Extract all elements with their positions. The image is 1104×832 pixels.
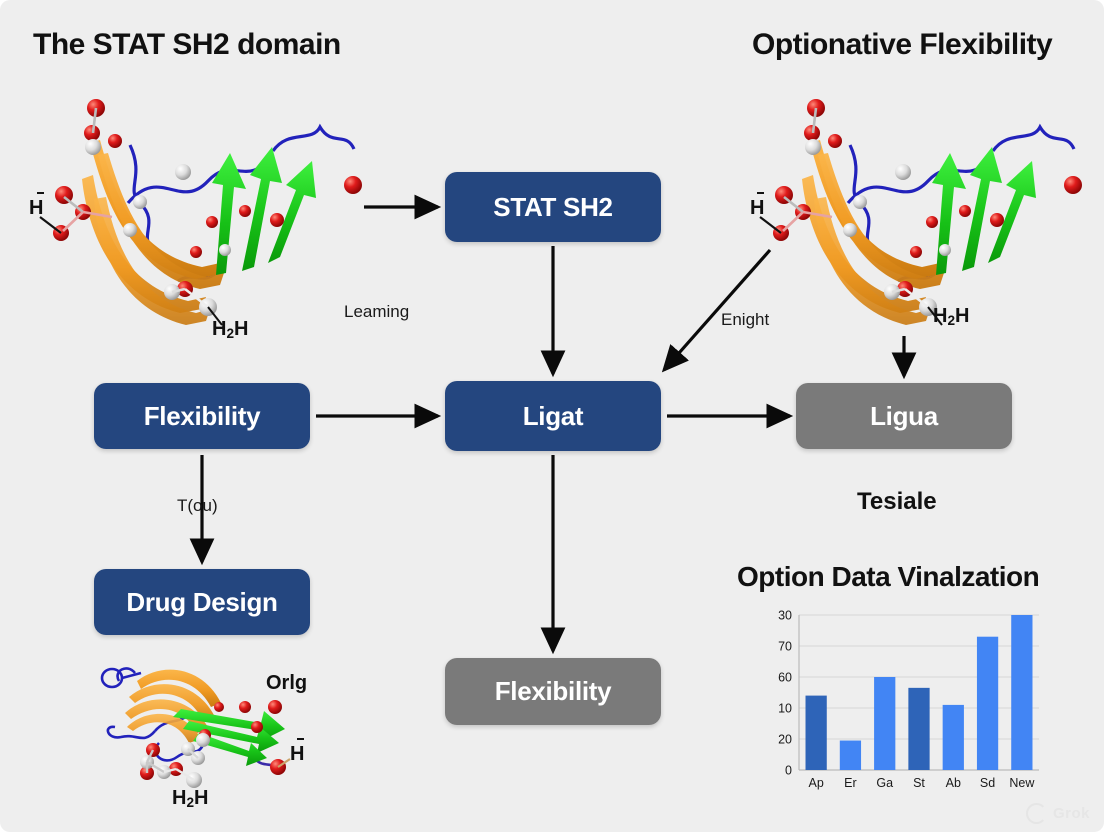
molecule-bottom-left-hydrogen-tick [297, 738, 304, 740]
chart-x-tick-label: Ap [808, 776, 823, 790]
molecule-bottom-left-caption-orlg: Orlg [266, 672, 308, 694]
molecule-bottom-left-caption-hydrogen: H [290, 743, 305, 765]
watermark: Grok [1025, 803, 1090, 824]
chart-y-tick-label: 60 [778, 671, 792, 685]
molecule-bottom-left-caption-h2h: H2H [172, 787, 209, 810]
chart-y-tick-label: 30 [778, 609, 792, 623]
grok-ring-icon [1025, 803, 1047, 824]
edge-label-leaming: Leaming [344, 302, 410, 321]
chart-bar[interactable] [942, 704, 964, 770]
chart-title: Option Data Vinalzation [737, 561, 1040, 592]
molecule-top-right-caption-hydrogen: H [750, 197, 765, 219]
chart-bar[interactable] [839, 740, 862, 770]
chart-bar[interactable] [976, 636, 999, 770]
molecule-top-left [39, 99, 362, 326]
chart-x-tick-label: Ga [876, 776, 893, 790]
molecule-top-right-caption-h2h: H2H [933, 305, 970, 328]
chart-x-tick-label: Ab [946, 776, 961, 790]
edge-label-enight: Enight [721, 310, 770, 329]
chart-x-tick-label: Er [844, 776, 857, 790]
chart-y-tick-label: 20 [778, 733, 792, 747]
edge-label-tou: T(ou) [177, 496, 218, 515]
chart-bar[interactable] [874, 677, 896, 770]
node-stat-sh2[interactable]: STAT SH2 [445, 172, 661, 242]
molecule-top-right-hydrogen-tick [757, 192, 764, 194]
chart-bar[interactable] [805, 695, 827, 770]
chart-bar[interactable] [908, 687, 930, 770]
node-ligua[interactable]: Ligua [796, 383, 1012, 449]
page-title-left: The STAT SH2 domain [33, 28, 341, 61]
node-drug-design[interactable]: Drug Design [94, 569, 310, 635]
chart-y-tick-label: 70 [778, 640, 792, 654]
chart-x-tick-label: St [913, 776, 925, 790]
molecule-top-left-hydrogen-tick [37, 192, 44, 194]
label-tesiale: Tesiale [857, 488, 937, 515]
molecule-top-left-caption-h2h: H2H [212, 318, 249, 341]
chart-y-tick-label: 0 [785, 764, 792, 778]
molecule-top-left-caption-hydrogen: H [29, 197, 44, 219]
node-flexibility-bottom[interactable]: Flexibility [445, 658, 661, 725]
watermark-text: Grok [1052, 805, 1090, 822]
chart-x-tick-label: Sd [980, 776, 995, 790]
page-title-right: Optionative Flexibility [752, 28, 1053, 61]
molecule-top-right [759, 99, 1082, 326]
chart-y-tick-label: 10 [778, 702, 792, 716]
chart-bar[interactable] [1011, 615, 1033, 770]
molecule-bottom-left [100, 667, 291, 788]
node-ligat[interactable]: Ligat [445, 381, 661, 451]
chart-x-tick-label: New [1009, 776, 1035, 790]
node-flexibility-left[interactable]: Flexibility [94, 383, 310, 449]
